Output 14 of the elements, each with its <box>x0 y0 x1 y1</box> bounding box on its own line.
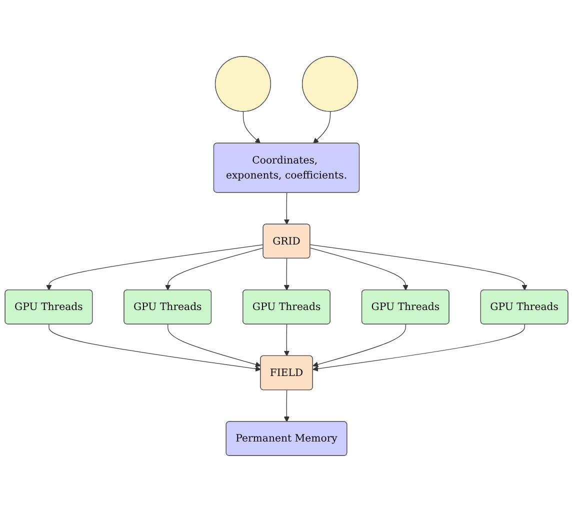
arrow <box>46 244 264 290</box>
arrow <box>48 324 261 372</box>
arrow <box>310 248 408 290</box>
arrow <box>168 324 261 368</box>
arrow <box>165 248 264 290</box>
arrow <box>312 324 406 368</box>
arrow <box>242 111 261 144</box>
arrow <box>284 192 290 225</box>
arrow <box>284 390 290 422</box>
arrow <box>312 324 525 372</box>
arrow <box>313 111 331 144</box>
arrow <box>310 244 528 290</box>
arrow <box>284 258 290 290</box>
arrow <box>284 324 290 356</box>
